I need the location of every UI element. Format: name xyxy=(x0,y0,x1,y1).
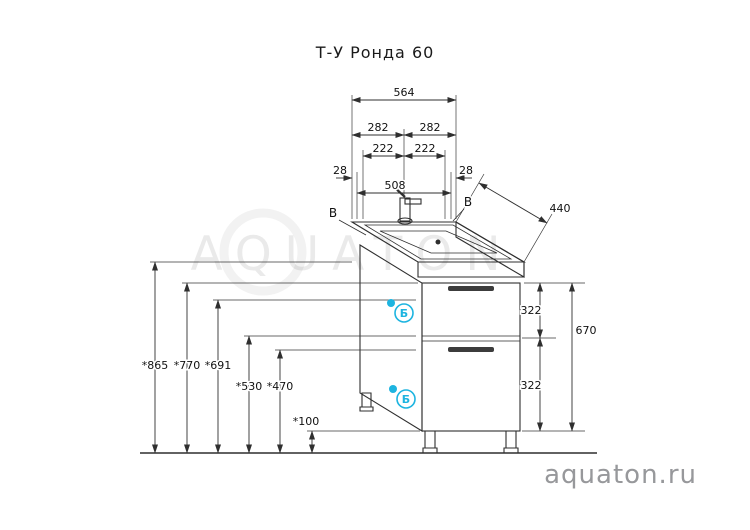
marker-circle-bottom xyxy=(396,389,416,409)
dim-basin-width: 508 xyxy=(385,179,406,192)
marker-letter-top: Б xyxy=(400,307,408,320)
marker-circle-top xyxy=(394,303,414,323)
sink-side-face xyxy=(455,221,525,278)
marker-dot-bottom xyxy=(389,385,397,393)
dim-edge-left: 28 xyxy=(333,164,347,177)
dim-inner-left: 222 xyxy=(373,142,394,155)
faucet-base xyxy=(397,217,413,225)
mount-markers: Б Б xyxy=(387,299,416,409)
dim-cabinet-height: 670 xyxy=(576,324,597,337)
watermark-text: AQUATON xyxy=(190,227,513,282)
drawer-handle-bottom xyxy=(448,347,494,352)
sink-callouts: В В xyxy=(327,194,474,236)
dim-total-width: 564 xyxy=(394,86,415,99)
cabinet-front-face xyxy=(421,282,521,432)
callout-leader-left xyxy=(338,219,367,236)
dim-h-handle-top: *691 xyxy=(205,359,232,372)
dim-h-plinth: *100 xyxy=(293,415,320,428)
dim-h-divider: *530 xyxy=(236,380,263,393)
cabinet xyxy=(359,244,521,432)
left-dimension-chain: *865 *770 *691 *530 *470 *100 xyxy=(140,261,420,454)
callout-sink-left: В xyxy=(329,206,337,220)
top-dimension-chain: 564 282 282 222 222 28 28 508 xyxy=(332,85,475,219)
dim-drawer-bottom: 322 xyxy=(521,379,542,392)
dim-line-depth xyxy=(478,182,548,224)
left-extension-lines xyxy=(150,261,420,432)
dim-depth: 440 xyxy=(550,202,571,215)
dim-h-sink: *865 xyxy=(142,359,169,372)
dim-h-handle-bottom: *470 xyxy=(267,380,294,393)
faucet-spout xyxy=(404,198,422,205)
leg-front-left xyxy=(422,430,438,454)
page-title: Т-У Ронда 60 xyxy=(315,43,435,62)
faucet-body xyxy=(399,197,411,222)
marker-dot-top xyxy=(387,299,395,307)
dim-inner-right: 222 xyxy=(415,142,436,155)
dim-drawer-top: 322 xyxy=(521,304,542,317)
sink-drain xyxy=(435,239,441,245)
dim-edge-right: 28 xyxy=(459,164,473,177)
callout-sink-right: В xyxy=(464,195,472,209)
drawer-handle-top xyxy=(448,286,494,291)
dim-half-right: 282 xyxy=(420,121,441,134)
watermark: AQUATON xyxy=(190,208,513,296)
cabinet-legs xyxy=(359,392,519,454)
watermark-ring xyxy=(219,208,307,296)
marker-letter-bottom: Б xyxy=(402,393,410,406)
depth-dimension: 440 xyxy=(455,173,572,263)
dim-h-cabinet-top: *770 xyxy=(174,359,201,372)
drawer-divider xyxy=(422,335,520,342)
callout-leader-right xyxy=(452,208,465,222)
dim-half-left: 282 xyxy=(368,121,389,134)
sink-basin-edge xyxy=(379,230,498,254)
leg-back-left xyxy=(359,392,374,412)
sink-inner-rim xyxy=(363,224,513,260)
leg-front-right xyxy=(503,430,519,454)
top-extension-lines xyxy=(351,95,457,219)
right-dimension-chain: 322 322 670 xyxy=(519,282,598,432)
brand-url: aquaton.ru xyxy=(544,460,697,490)
